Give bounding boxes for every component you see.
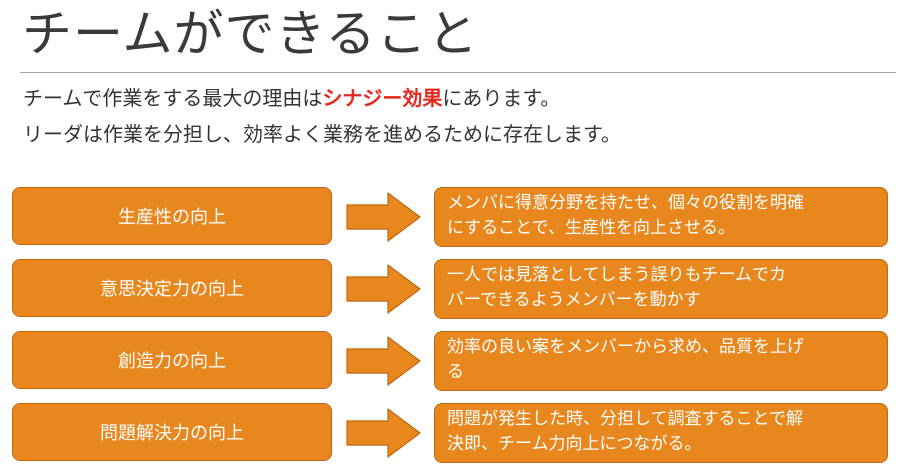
benefit-label: 生産性の向上: [118, 207, 226, 228]
right-arrow-icon: [346, 336, 421, 386]
benefit-box-problem-solving: 問題解決力の向上: [12, 403, 332, 461]
intro-text-after: にあります。: [442, 86, 561, 110]
description-line: る: [447, 362, 464, 382]
description-line: メンバに得意分野を持たせ、個々の役割を明確: [447, 193, 804, 213]
benefit-box-decision-making: 意思決定力の向上: [12, 259, 332, 317]
description-line: 問題が発生した時、分担して調査することで解: [447, 409, 803, 429]
benefit-label: 問題解決力の向上: [100, 423, 244, 444]
description-line: にすることで、生産性を向上させる。: [447, 218, 735, 238]
intro-line-1: チームで作業をする最大の理由はシナジー効果にあります。: [23, 84, 560, 112]
description-line: 一人では見落としてしまう誤りもチームでカ: [447, 265, 786, 285]
intro-text-before: チームで作業をする最大の理由は: [23, 86, 323, 110]
benefit-label: 創造力の向上: [118, 351, 226, 372]
right-arrow-icon: [346, 408, 421, 458]
slide-title: チームができること: [22, 5, 479, 63]
benefit-box-creativity: 創造力の向上: [12, 331, 332, 389]
benefit-label: 意思決定力の向上: [100, 279, 244, 300]
title-divider: [20, 72, 896, 73]
synergy-highlight: シナジー効果: [322, 86, 443, 110]
right-arrow-icon: [346, 192, 421, 242]
description-line: バーできるようメンバーを動かす: [447, 290, 701, 310]
description-line: 効率の良い案をメンバーから求め、品質を上げ: [447, 337, 804, 357]
description-box-productivity: メンバに得意分野を持たせ、個々の役割を明確 にすることで、生産性を向上させる。: [434, 187, 888, 247]
description-box-creativity: 効率の良い案をメンバーから求め、品質を上げ る: [434, 331, 888, 391]
intro-line-2: リーダは作業を分担し、効率よく業務を進めるために存在します。: [23, 122, 621, 146]
description-box-problem-solving: 問題が発生した時、分担して調査することで解 決即、チーム力向上につながる。: [434, 403, 888, 463]
description-line: 決即、チーム力向上につながる。: [447, 434, 702, 454]
description-box-decision-making: 一人では見落としてしまう誤りもチームでカ バーできるようメンバーを動かす: [434, 259, 888, 319]
right-arrow-icon: [346, 264, 421, 314]
benefit-box-productivity: 生産性の向上: [12, 187, 332, 245]
